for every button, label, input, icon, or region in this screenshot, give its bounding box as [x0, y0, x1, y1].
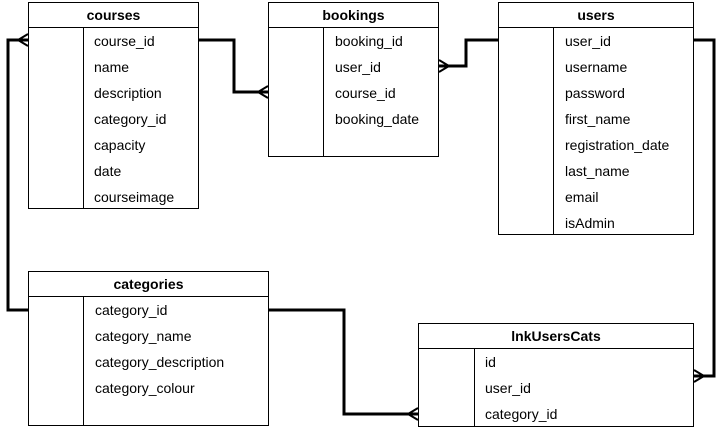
- field-description: description: [94, 85, 162, 101]
- key-column: [29, 297, 84, 425]
- field-category-name: category_name: [95, 328, 192, 344]
- field-user-id: user_id: [335, 59, 381, 75]
- table-title: courses: [29, 3, 198, 28]
- crowsfoot-icon: [406, 407, 419, 421]
- key-column: [419, 349, 475, 426]
- field-last-name: last_name: [565, 163, 630, 179]
- crowsfoot-icon: [438, 59, 451, 73]
- table-categories[interactable]: categories category_id category_name cat…: [28, 271, 269, 426]
- crowsfoot-icon: [256, 85, 269, 99]
- table-title: bookings: [269, 3, 438, 28]
- field-category-id: category_id: [485, 406, 558, 422]
- field-password: password: [565, 85, 625, 101]
- field-category-id: category_id: [94, 111, 167, 127]
- field-category-colour: category_colour: [95, 380, 195, 396]
- field-is-admin: isAdmin: [565, 215, 615, 231]
- table-title: users: [499, 3, 693, 28]
- table-lnkuserscats[interactable]: lnkUsersCats id user_id category_id: [418, 323, 694, 427]
- crowsfoot-icon: [693, 369, 706, 383]
- relation-users-lnkuserscats: [694, 38, 716, 378]
- field-category-id: category_id: [95, 302, 168, 318]
- table-courses[interactable]: courses course_id name description categ…: [28, 2, 199, 209]
- field-courseimage: courseimage: [94, 189, 175, 205]
- field-date: date: [94, 163, 122, 179]
- table-title: lnkUsersCats: [419, 324, 693, 349]
- field-user-id: user_id: [565, 33, 611, 49]
- field-user-id: user_id: [485, 380, 531, 396]
- field-email: email: [565, 189, 599, 205]
- table-title: categories: [29, 272, 268, 297]
- field-username: username: [565, 59, 628, 75]
- field-category-description: category_description: [95, 354, 225, 370]
- table-users[interactable]: users user_id username password first_na…: [498, 2, 694, 235]
- crowsfoot-icon: [16, 33, 29, 47]
- table-bookings[interactable]: bookings booking_id user_id course_id bo…: [268, 2, 439, 157]
- key-column: [29, 28, 84, 208]
- relation-categories-lnkuserscats: [269, 308, 418, 416]
- relation-categories-courses: [6, 38, 28, 312]
- relation-courses-bookings: [199, 38, 268, 94]
- field-id: id: [485, 354, 496, 370]
- key-column: [499, 28, 554, 234]
- field-booking-id: booking_id: [335, 33, 403, 49]
- field-name: name: [94, 59, 130, 75]
- key-column: [269, 28, 324, 156]
- field-course-id: course_id: [94, 33, 155, 49]
- relation-users-bookings: [439, 38, 498, 68]
- field-course-id: course_id: [335, 85, 396, 101]
- field-registration-date: registration_date: [565, 137, 670, 153]
- field-capacity: capacity: [94, 137, 146, 153]
- field-first-name: first_name: [565, 111, 631, 127]
- field-booking-date: booking_date: [335, 111, 420, 127]
